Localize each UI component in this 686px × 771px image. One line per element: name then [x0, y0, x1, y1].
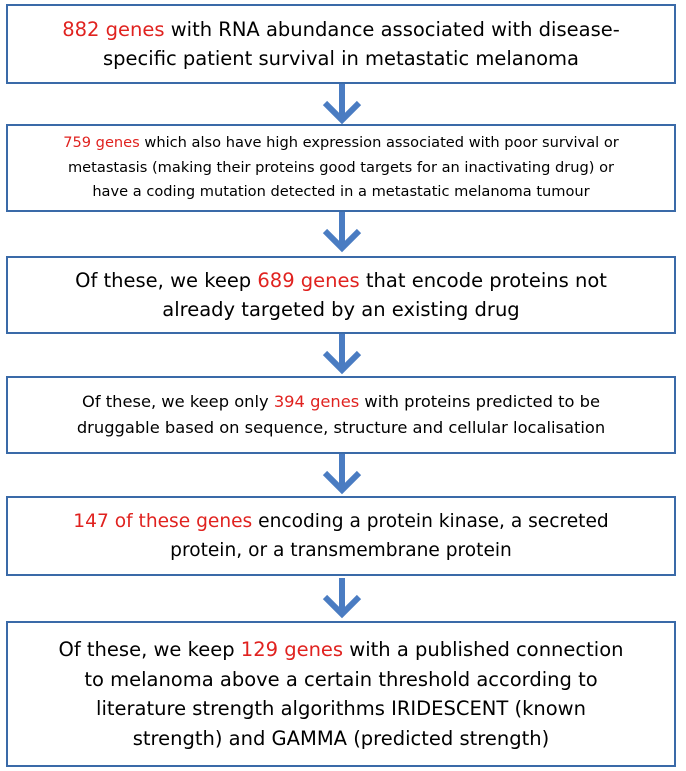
step-text-line: protein, or a transmembrane protein: [170, 536, 512, 565]
step-text: druggable based on sequence, structure a…: [76, 418, 606, 437]
arrow-down-icon: [322, 334, 362, 375]
step-text: which also have high expression associat…: [139, 134, 619, 152]
step-text-line: specific patient survival in metastatic …: [103, 44, 579, 73]
step-text: to melanoma above a certain threshold ac…: [84, 667, 598, 691]
flow-step-4: Of these, we keep only 394 genes with pr…: [6, 376, 676, 454]
flow-step-5: 147 of these genes encoding a protein ki…: [6, 496, 676, 576]
step-text: encoding a protein kinase, a secreted: [252, 511, 609, 532]
step-text: strength) and GAMMA (predicted strength): [132, 726, 550, 750]
step-text-line: Of these, we keep 689 genes that encode …: [75, 266, 607, 295]
step-text: Of these, we keep: [75, 269, 258, 292]
step-text-line: literature strength algorithms IRIDESCEN…: [96, 694, 586, 724]
step-text-line: metastasis (making their proteins good t…: [68, 156, 614, 181]
step-text-line: 882 genes with RNA abundance associated …: [62, 15, 620, 44]
step-text: with proteins predicted to be: [359, 392, 600, 411]
gene-count: 689 genes: [257, 269, 360, 292]
step-text: Of these, we keep: [58, 638, 241, 661]
step-text: specific patient survival in metastatic …: [103, 47, 579, 70]
step-text-line: 759 genes which also have high expressio…: [63, 131, 619, 156]
flow-step-6: Of these, we keep 129 genes with a publi…: [6, 621, 676, 767]
arrow-down-icon: [322, 454, 362, 495]
gene-count: 129 genes: [240, 638, 344, 661]
step-text-line: Of these, we keep only 394 genes with pr…: [82, 389, 600, 415]
step-text-line: Of these, we keep 129 genes with a publi…: [59, 635, 624, 665]
arrow-down-icon: [322, 212, 362, 253]
step-text: protein, or a transmembrane protein: [170, 540, 512, 561]
step-text: have a coding mutation detected in a met…: [92, 183, 590, 201]
gene-count: 759 genes: [63, 134, 140, 152]
step-text: Of these, we keep only: [82, 392, 274, 411]
arrow-down-icon: [322, 84, 362, 125]
step-text-line: 147 of these genes encoding a protein ki…: [73, 507, 608, 536]
step-text: literature strength algorithms IRIDESCEN…: [96, 697, 586, 720]
step-text-line: already targeted by an existing drug: [162, 295, 519, 324]
step-text: already targeted by an existing drug: [162, 298, 520, 321]
step-text: with RNA abundance associated with disea…: [164, 18, 620, 41]
flow-step-1: 882 genes with RNA abundance associated …: [6, 4, 676, 84]
step-text: with a published connection: [343, 638, 624, 661]
step-text: that encode proteins not: [359, 269, 607, 292]
step-text-line: druggable based on sequence, structure a…: [77, 415, 605, 441]
flow-step-2: 759 genes which also have high expressio…: [6, 124, 676, 212]
arrow-down-icon: [322, 578, 362, 619]
step-text-line: strength) and GAMMA (predicted strength): [133, 724, 550, 754]
step-text-line: to melanoma above a certain threshold ac…: [84, 665, 597, 695]
gene-count: 882 genes: [62, 18, 165, 41]
step-text-line: have a coding mutation detected in a met…: [92, 180, 589, 205]
gene-count: 147 of these genes: [73, 511, 253, 532]
flow-step-3: Of these, we keep 689 genes that encode …: [6, 256, 676, 334]
step-text: metastasis (making their proteins good t…: [67, 158, 615, 176]
gene-count: 394 genes: [273, 392, 360, 411]
